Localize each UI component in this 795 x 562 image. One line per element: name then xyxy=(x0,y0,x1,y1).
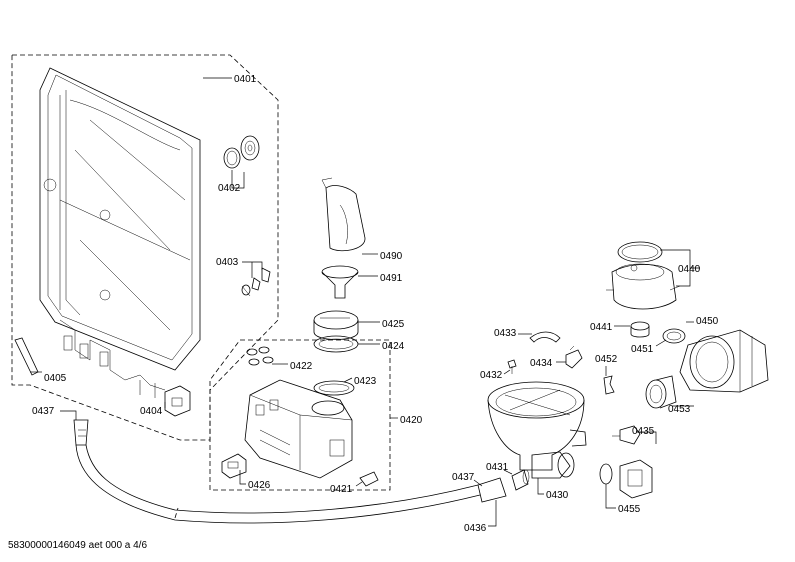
callout-0420: 0420 xyxy=(390,415,423,426)
document-code: 58300000146049 aet 000 a 4/6 xyxy=(8,540,148,551)
screw-part xyxy=(507,359,517,374)
callout-0440: 0440 xyxy=(660,249,701,287)
part-number-label: 0441 xyxy=(590,322,613,333)
dispenser-cup-part xyxy=(321,177,366,252)
softener-group-boundary xyxy=(209,339,391,491)
part-number-label: 0434 xyxy=(530,358,553,369)
part-number-label: 0437 xyxy=(452,472,475,483)
callout-0434: 0434 xyxy=(530,358,566,369)
callout-0424: 0424 xyxy=(358,341,405,352)
part-number-label: 0425 xyxy=(382,319,405,330)
connector-part xyxy=(164,385,191,417)
callout-0421: 0421 xyxy=(330,481,363,495)
part-number-label: 0453 xyxy=(668,404,691,415)
part-number-label: 0421 xyxy=(330,484,353,495)
part-number-label: 0403 xyxy=(216,257,239,268)
sensor-clip-part xyxy=(612,425,641,445)
callout-0451: 0451 xyxy=(631,339,667,355)
part-number-label: 0430 xyxy=(546,490,569,501)
callout-0423: 0423 xyxy=(343,376,377,387)
hook-part xyxy=(565,345,583,369)
drain-hose-part xyxy=(73,419,507,524)
hinge-clip-part xyxy=(241,267,271,297)
part-number-label: 0422 xyxy=(290,361,313,372)
seal-set-part xyxy=(246,346,274,366)
latch-part xyxy=(14,337,39,376)
callout-0403: 0403 xyxy=(216,257,263,278)
callout-0401: 0401 xyxy=(203,74,257,85)
sump-part xyxy=(487,381,587,479)
part-number-label: 0405 xyxy=(44,373,67,384)
callout-0490: 0490 xyxy=(362,251,403,262)
callout-0433: 0433 xyxy=(494,328,532,339)
part-number-label: 0404 xyxy=(140,406,163,417)
callout-0437-right: 0437 xyxy=(452,472,483,487)
o-ring-part xyxy=(313,380,355,396)
bracket-part xyxy=(529,331,561,343)
spring-clip-part xyxy=(603,375,615,395)
clip-part xyxy=(359,471,379,487)
part-number-label: 0426 xyxy=(248,480,271,491)
coupling-part xyxy=(511,469,530,491)
callout-0453: 0453 xyxy=(668,404,694,415)
part-number-label: 0451 xyxy=(631,344,654,355)
drain-pump-part xyxy=(599,459,653,499)
part-number-label: 0431 xyxy=(486,462,509,473)
callout-0426: 0426 xyxy=(239,470,271,491)
callout-0402: 0402 xyxy=(218,170,245,194)
callout-0431: 0431 xyxy=(486,462,513,475)
part-number-label: 0432 xyxy=(480,370,503,381)
callout-0450: 0450 xyxy=(686,316,719,327)
part-number-label: 0423 xyxy=(354,376,377,387)
part-number-label: 0433 xyxy=(494,328,517,339)
callout-0404: 0404 xyxy=(140,402,166,417)
heat-pump-part xyxy=(679,329,769,393)
funnel-part xyxy=(321,265,359,299)
part-number-label: 0402 xyxy=(218,183,241,194)
part-number-label: 0455 xyxy=(618,504,641,515)
part-number-label: 0450 xyxy=(696,316,719,327)
hose-break-dash xyxy=(174,507,179,519)
part-number-label: 0401 xyxy=(234,74,257,85)
callout-0437-left: 0437 xyxy=(32,406,77,420)
part-number-label: 0440 xyxy=(678,264,701,275)
callout-0455: 0455 xyxy=(605,484,641,515)
side-panel-part xyxy=(39,67,201,398)
bushing-part xyxy=(630,321,650,338)
part-number-label: 0491 xyxy=(380,273,403,284)
callout-0432: 0432 xyxy=(480,369,511,381)
water-softener-part xyxy=(244,379,353,479)
callout-0430: 0430 xyxy=(537,478,569,501)
part-number-label: 0490 xyxy=(380,251,403,262)
callout-0491: 0491 xyxy=(358,273,403,284)
callout-0435: 0435 xyxy=(632,426,657,444)
part-number-label: 0437 xyxy=(32,406,55,417)
callout-0436: 0436 xyxy=(464,500,497,534)
part-number-label: 0452 xyxy=(595,354,618,365)
inlet-connector-part xyxy=(645,375,677,409)
cap-part xyxy=(313,310,359,340)
part-number-label: 0424 xyxy=(382,341,405,352)
sensor-part xyxy=(221,453,247,479)
gasket-ring-part xyxy=(313,335,359,353)
hose-clamp-part xyxy=(662,328,686,344)
callout-0405: 0405 xyxy=(30,371,67,384)
part-number-label: 0420 xyxy=(400,415,423,426)
callout-0441: 0441 xyxy=(590,322,630,333)
seal-ring-part xyxy=(223,135,260,169)
callout-0425: 0425 xyxy=(358,319,405,330)
part-number-label: 0435 xyxy=(632,426,655,437)
part-number-label: 0436 xyxy=(464,523,487,534)
callout-0452: 0452 xyxy=(595,354,618,376)
pump-housing-part xyxy=(606,241,681,310)
callout-0422: 0422 xyxy=(272,361,313,372)
